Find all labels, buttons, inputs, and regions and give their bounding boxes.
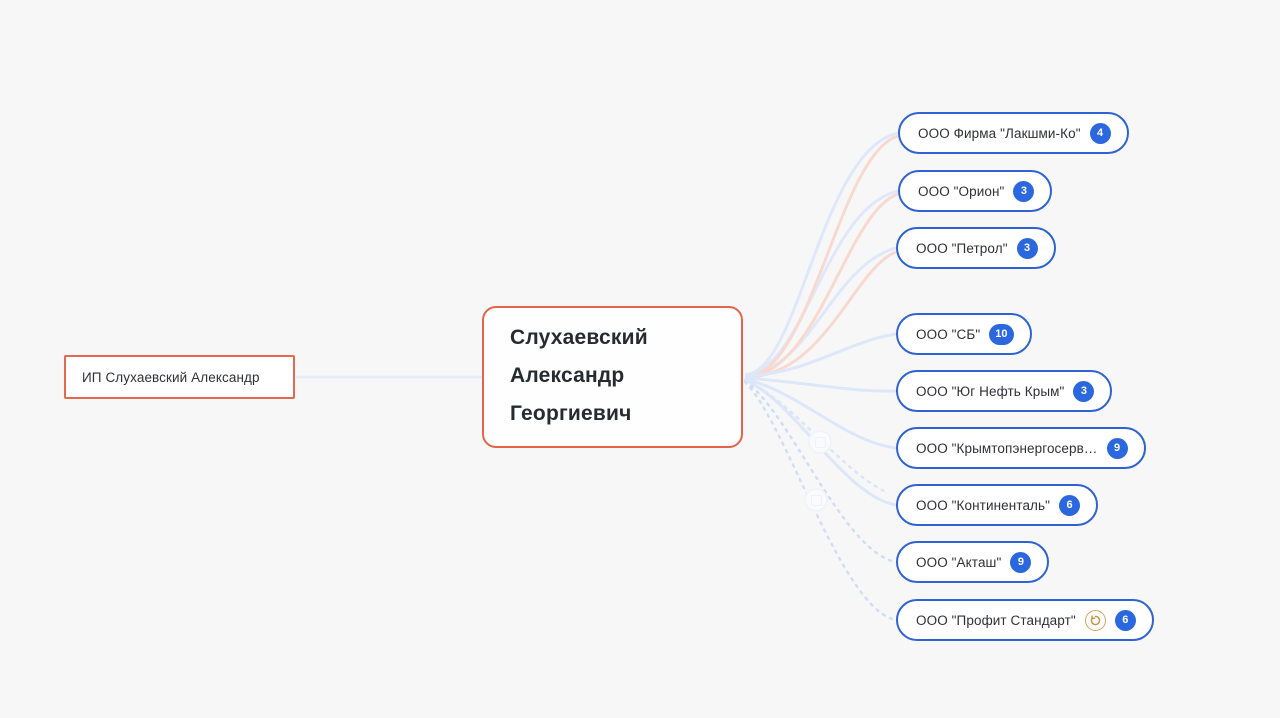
node-company-2-count: 3 — [1013, 180, 1035, 202]
node-company-9[interactable]: ООО "Профит Стандарт" 6 — [896, 599, 1154, 641]
edge-to-node-3 — [744, 246, 897, 377]
node-company-6-count: 9 — [1106, 437, 1128, 459]
node-left-entity[interactable]: ИП Слухаевский Александр — [64, 355, 295, 399]
node-company-5-count: 3 — [1073, 380, 1095, 402]
edge-orange-to-node-1 — [744, 134, 899, 379]
edge-marker-glyph — [810, 494, 822, 506]
node-company-8-count: 9 — [1010, 551, 1032, 573]
node-company-3-label: ООО "Петрол" — [916, 240, 1008, 256]
node-center-line-1: Слухаевский — [510, 326, 648, 349]
edge-to-node-5 — [744, 376, 897, 393]
edge-marker-lower[interactable] — [804, 488, 828, 512]
node-company-5[interactable]: ООО "Юг Нефть Крым" 3 — [896, 370, 1113, 412]
edge-to-node-4 — [744, 332, 897, 378]
edge-orange-to-node-3 — [744, 250, 897, 379]
node-company-7[interactable]: ООО "Континенталь" 6 — [896, 484, 1099, 526]
node-center-person[interactable]: Слухаевский Александр Георгиевич — [482, 306, 743, 448]
node-company-7-label: ООО "Континенталь" — [916, 497, 1051, 513]
node-company-4[interactable]: ООО "СБ" 10 — [896, 313, 1032, 355]
edge-to-node-2 — [744, 189, 899, 377]
restore-icon[interactable] — [1084, 609, 1106, 631]
node-company-7-count: 6 — [1059, 494, 1081, 516]
node-center-line-2: Александр — [510, 364, 625, 387]
node-company-3-count: 3 — [1016, 237, 1038, 259]
edge-orange-to-node-2 — [744, 192, 899, 379]
node-company-1-count: 4 — [1089, 122, 1111, 144]
node-company-2[interactable]: ООО "Орион" 3 — [898, 170, 1053, 212]
node-company-6[interactable]: ООО "Крымтопэнергосерв… 9 — [896, 427, 1146, 469]
node-company-4-count: 10 — [989, 323, 1014, 345]
node-center-line-3: Георгиевич — [510, 402, 632, 425]
node-company-8[interactable]: ООО "Акташ" 9 — [896, 541, 1050, 583]
node-left-label: ИП Слухаевский Александр — [82, 369, 260, 385]
node-company-6-label: ООО "Крымтопэнергосерв… — [916, 440, 1098, 456]
edge-marker-glyph — [814, 436, 826, 448]
node-company-3[interactable]: ООО "Петрол" 3 — [896, 227, 1056, 269]
node-company-5-label: ООО "Юг Нефть Крым" — [916, 383, 1065, 399]
edge-marker-upper[interactable] — [808, 430, 832, 454]
edge-to-node-1 — [744, 131, 899, 377]
node-company-1-label: ООО Фирма "Лакшми-Ко" — [918, 125, 1081, 141]
node-company-2-label: ООО "Орион" — [918, 183, 1005, 199]
node-company-9-label: ООО "Профит Стандарт" — [916, 612, 1076, 628]
node-company-9-count: 6 — [1114, 609, 1136, 631]
node-company-8-label: ООО "Акташ" — [916, 554, 1002, 570]
edge-to-node-8 — [743, 379, 898, 564]
node-company-1[interactable]: ООО Фирма "Лакшми-Ко" 4 — [898, 112, 1129, 154]
node-company-4-label: ООО "СБ" — [916, 326, 981, 342]
